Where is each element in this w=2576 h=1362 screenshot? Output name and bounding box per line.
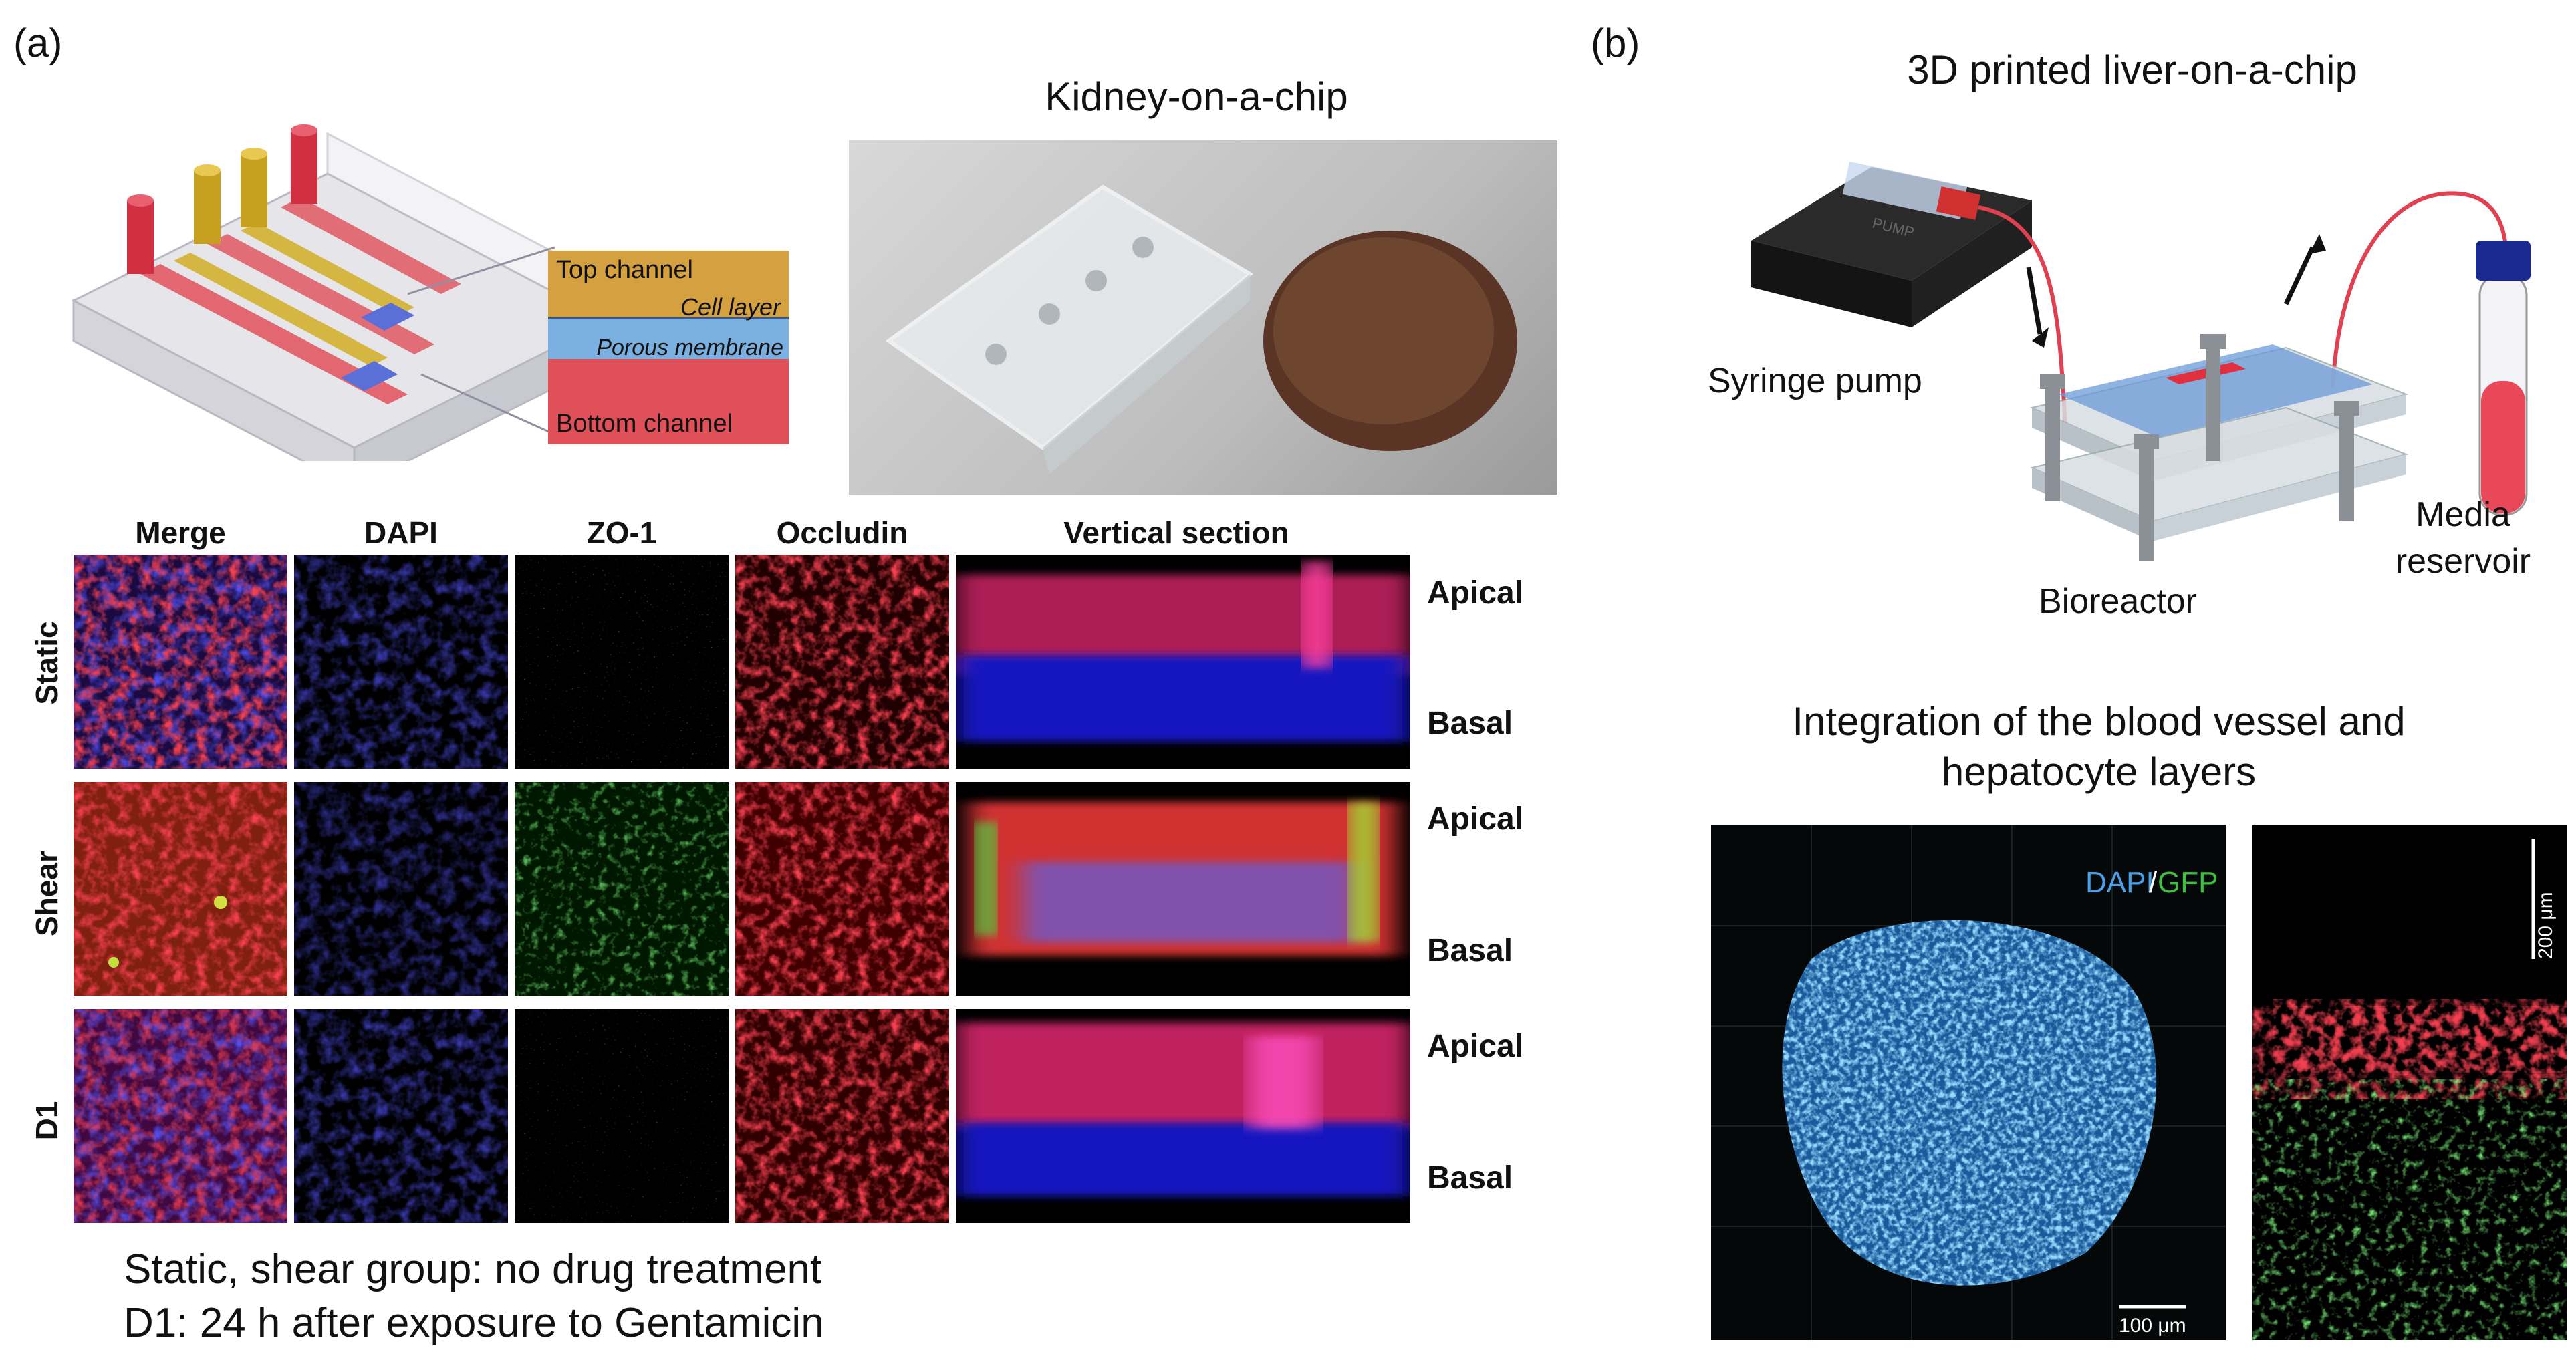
row-header-d1: D1 (29, 1101, 64, 1141)
media-reservoir-label-1: Media (2416, 495, 2510, 534)
media-reservoir-label-2: reservoir (2395, 542, 2531, 581)
liver-chip-illustration: PUMP (1738, 127, 2573, 575)
porous-membrane-label: Porous membrane (596, 335, 783, 360)
col-header-vertical-section: Vertical section (1063, 515, 1289, 550)
syringe-pump-label: Syringe pump (1708, 362, 1922, 400)
tile-static-occludin (735, 555, 949, 769)
tile-shear-merge (74, 782, 287, 996)
basal-label-shear: Basal (1427, 933, 1513, 968)
slash-overlay: / (2149, 866, 2158, 899)
tile-d1-dapi (294, 1009, 508, 1223)
caption-line-1: Static, shear group: no drug treatment (124, 1246, 822, 1292)
row-header-shear: Shear (29, 851, 64, 936)
tile-shear-vertical (956, 782, 1410, 996)
apical-label-static: Apical (1427, 575, 1524, 611)
chip-schematic (60, 114, 822, 490)
basal-label-static: Basal (1427, 706, 1513, 741)
scale-bar-100-label: 100 μm (2119, 1315, 2186, 1337)
liver-title: 3D printed liver-on-a-chip (1907, 47, 2357, 92)
col-header-zo1: ZO-1 (586, 515, 657, 550)
kidney-title: Kidney-on-a-chip (1045, 74, 1348, 119)
apical-label-shear: Apical (1427, 801, 1524, 837)
apical-label-d1: Apical (1427, 1029, 1524, 1064)
bottom-channel-label: Bottom channel (556, 410, 733, 438)
tile-d1-merge (74, 1009, 287, 1223)
bioreactor-label: Bioreactor (2039, 582, 2197, 621)
panel-a-label: (a) (13, 21, 63, 65)
row-header-static: Static (29, 621, 64, 705)
tile-static-zo1 (515, 555, 729, 769)
kidney-chip-photo (849, 140, 1557, 495)
col-header-merge: Merge (135, 515, 226, 550)
tile-static-vertical (956, 555, 1410, 769)
col-header-occludin: Occludin (776, 515, 908, 550)
basal-label-d1: Basal (1427, 1160, 1513, 1196)
tile-static-merge (74, 555, 287, 769)
scale-bar-200-label: 200 μm (2535, 892, 2557, 959)
vessel-cross-section-image: 200 μm (2252, 825, 2567, 1340)
tile-shear-zo1 (515, 782, 729, 996)
caption-line-2: D1: 24 h after exposure to Gentamicin (124, 1300, 824, 1346)
cell-layer-label: Cell layer (680, 293, 781, 321)
tile-d1-vertical (956, 1009, 1410, 1223)
tile-static-dapi (294, 555, 508, 769)
integration-title-2: hepatocyte layers (1941, 749, 2257, 794)
top-channel-label: Top channel (556, 256, 693, 284)
tile-d1-occludin (735, 1009, 949, 1223)
panel-b-label: (b) (1591, 21, 1640, 65)
tile-shear-occludin (735, 782, 949, 996)
vessel-3d-image: DAPI / GFP 100 μm (1711, 825, 2226, 1340)
dapi-overlay-label: DAPI (2085, 866, 2154, 899)
integration-title-1: Integration of the blood vessel and (1792, 699, 2406, 744)
tile-d1-zo1 (515, 1009, 729, 1223)
col-header-dapi: DAPI (364, 515, 438, 550)
channel-cross-section: Top channel Cell layer Porous membrane B… (548, 251, 789, 444)
gfp-overlay-label: GFP (2158, 866, 2218, 899)
tile-shear-dapi (294, 782, 508, 996)
